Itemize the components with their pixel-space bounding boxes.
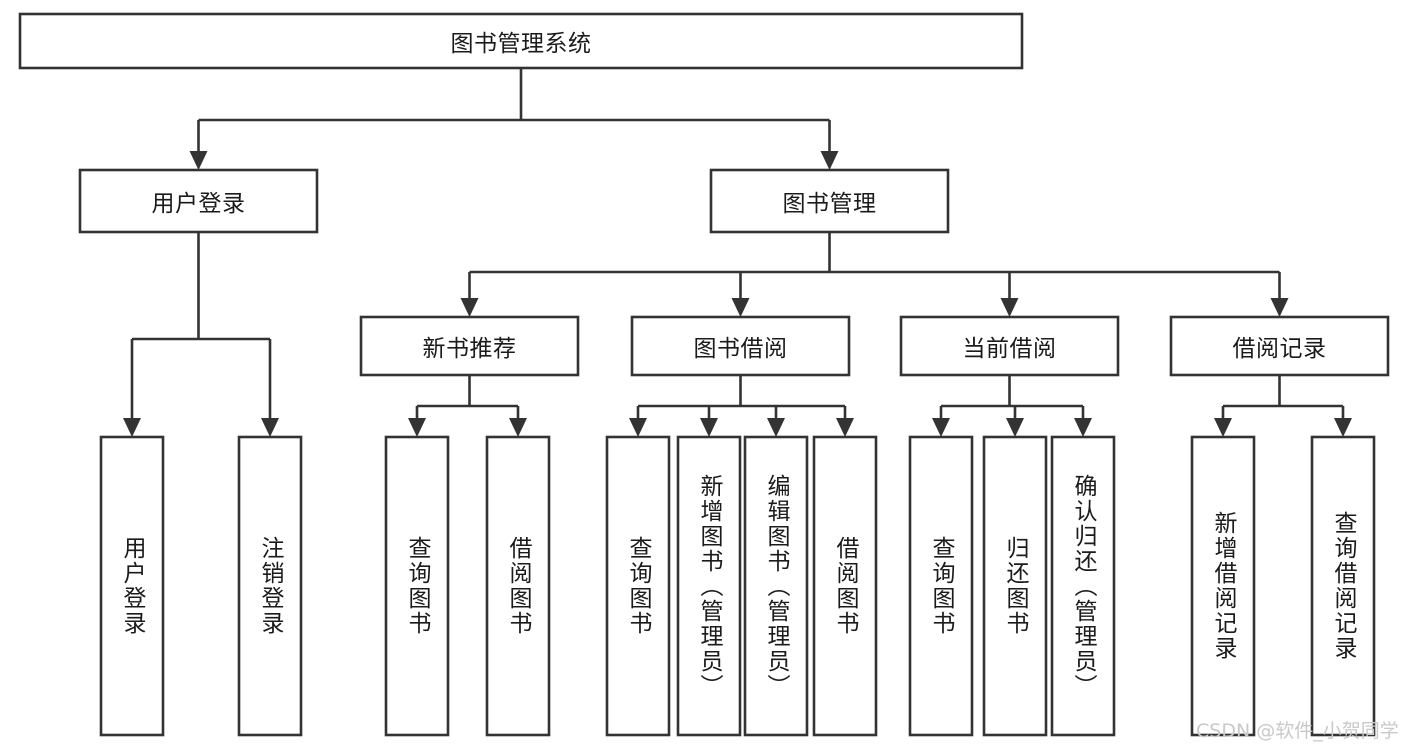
arrow-head-icon-borrow-record — [1270, 298, 1289, 317]
arrow-head-icon-leaf-user-login — [123, 418, 141, 437]
arrow-head-icon-new-book-recommend — [460, 298, 479, 317]
arrow-head-icon-leaf-add-record — [1214, 418, 1232, 437]
node-box-leaf-query-book-3 — [908, 435, 974, 737]
node-boxes — [18, 12, 1390, 737]
arrow-head-icon-leaf-query-book-2 — [629, 418, 647, 437]
node-box-root — [18, 12, 1024, 70]
node-box-leaf-query-book-1 — [384, 435, 450, 737]
node-box-leaf-query-record — [1310, 435, 1376, 737]
node-box-leaf-borrow-book-1 — [485, 435, 551, 737]
arrow-head-icon-leaf-query-book-1 — [408, 418, 426, 437]
connector-lines — [123, 68, 1352, 437]
arrow-head-icon-book-borrow — [731, 298, 750, 317]
node-box-leaf-logout — [237, 435, 303, 737]
node-box-borrow-record — [1169, 315, 1390, 377]
arrow-head-icon-leaf-confirm-return — [1074, 418, 1092, 437]
arrow-head-icon-leaf-query-record — [1334, 418, 1352, 437]
csdn-watermark: CSDN @软件_小贺同学 — [1196, 720, 1399, 742]
node-box-new-book-recommend — [359, 315, 580, 377]
arrow-head-icon-leaf-query-book-3 — [932, 418, 950, 437]
node-box-leaf-edit-book — [743, 435, 809, 737]
arrow-head-icon-leaf-borrow-book-2 — [836, 418, 854, 437]
node-box-leaf-add-book — [676, 435, 742, 737]
node-box-book-borrow — [630, 315, 851, 377]
node-box-book-manage — [709, 168, 950, 234]
node-box-leaf-confirm-return — [1050, 435, 1116, 737]
arrow-head-icon-book-manage — [820, 151, 839, 170]
arrow-head-icon-leaf-logout — [261, 418, 279, 437]
node-box-current-borrow — [899, 315, 1120, 377]
node-box-leaf-borrow-book-2 — [812, 435, 878, 737]
node-box-leaf-add-record — [1190, 435, 1256, 737]
node-box-leaf-user-login — [99, 435, 165, 737]
arrow-head-icon-leaf-edit-book — [767, 418, 785, 437]
node-box-leaf-query-book-2 — [605, 435, 671, 737]
arrow-head-icon-leaf-add-book — [700, 418, 718, 437]
node-box-leaf-return-book — [982, 435, 1048, 737]
arrow-head-icon-leaf-return-book — [1006, 418, 1024, 437]
arrow-head-icon-leaf-borrow-book-1 — [509, 418, 527, 437]
node-box-user-login — [78, 168, 319, 234]
arrow-head-icon-current-borrow — [1000, 298, 1019, 317]
arrow-head-icon-user-login — [189, 151, 208, 170]
